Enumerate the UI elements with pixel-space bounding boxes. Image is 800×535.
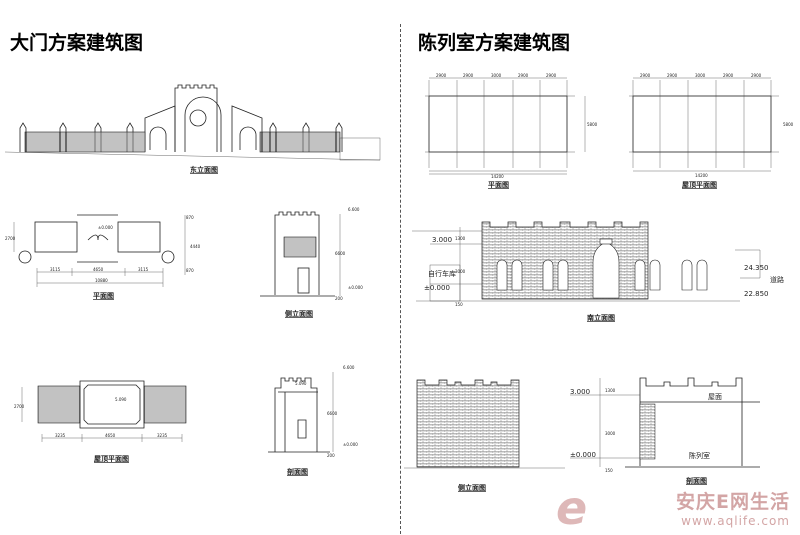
dimension-label: 3.000 bbox=[570, 388, 590, 396]
dimension-label: ±0.000 bbox=[424, 284, 450, 292]
dimension-label: 3000 bbox=[491, 73, 502, 78]
dimension-label: 150 bbox=[455, 302, 463, 307]
gate-side-elevation: 6.600 ±0.000 6600 200 侧立面图 bbox=[260, 207, 363, 318]
divider bbox=[400, 24, 401, 534]
dimension-label: 2900 bbox=[436, 73, 447, 78]
dimension-label: 200 bbox=[335, 296, 343, 301]
dimension-label: 3000 bbox=[605, 431, 616, 436]
exhibition-section: 3.000 ±0.000 1300 3000 150 屋面 陈列室 剖面图 bbox=[570, 377, 760, 485]
dimension-label: 3235 bbox=[157, 433, 168, 438]
gate-title: 大门方案建筑图 bbox=[10, 32, 144, 54]
dimension-label: ±0.000 bbox=[343, 442, 358, 447]
dimension-label: 2900 bbox=[723, 73, 734, 78]
dimension-label: 6.600 bbox=[348, 207, 360, 212]
east-elevation-label: 东立面图 bbox=[190, 165, 218, 174]
dimension-label: 22.850 bbox=[744, 290, 769, 298]
dimension-label: 5.090 bbox=[115, 397, 127, 402]
gate-plan: 3115 4650 3115 10880 2700 4440 870 870 ±… bbox=[5, 214, 201, 300]
gate-roof-plan-label: 屋顶平面图 bbox=[94, 454, 129, 463]
dimension-label: 屋面 bbox=[708, 393, 722, 401]
dimension-label: 2900 bbox=[751, 73, 762, 78]
dimension-label: 2700 bbox=[5, 236, 16, 241]
dimension-label: 2900 bbox=[518, 73, 529, 78]
dimension-label: 6600 bbox=[327, 411, 338, 416]
gate-side-elevation-label: 侧立面图 bbox=[285, 309, 313, 318]
dimension-label: 4650 bbox=[105, 433, 116, 438]
gate-section-label: 剖面图 bbox=[287, 467, 308, 476]
dimension-label: 2900 bbox=[546, 73, 557, 78]
dimension-label: 14200 bbox=[491, 174, 504, 179]
dimension-label: 4650 bbox=[93, 267, 104, 272]
dimension-label: 3235 bbox=[55, 433, 66, 438]
exhibition-section-label: 剖面图 bbox=[686, 476, 707, 485]
dimension-label: 2900 bbox=[640, 73, 651, 78]
watermark-name: 安庆E网生活 bbox=[676, 491, 790, 513]
dimension-label: 870 bbox=[186, 268, 194, 273]
dimension-label: 870 bbox=[186, 215, 194, 220]
dimension-label: 2900 bbox=[463, 73, 474, 78]
exhibition-plan-label: 平面图 bbox=[488, 180, 509, 189]
dimension-label: 1300 bbox=[455, 236, 466, 241]
dimension-label: 5.090 bbox=[295, 381, 307, 386]
exhibition-side-elevation-label: 侧立面图 bbox=[458, 483, 486, 492]
south-elevation: 3.000 1300 3000 150 ±0.000 自行车库 24.350 2… bbox=[412, 221, 784, 322]
dimension-label: 150 bbox=[605, 468, 613, 473]
dimension-label: 1300 bbox=[605, 388, 616, 393]
dimension-label: 自行车库 bbox=[428, 269, 456, 278]
dimension-label: 5800 bbox=[783, 122, 794, 127]
gate-section: 6.600 5.090 6600 ±0.000 200 剖面图 bbox=[268, 365, 358, 476]
exhibition-roof-plan-label: 屋顶平面图 bbox=[682, 180, 717, 189]
dimension-label: 3.000 bbox=[432, 236, 452, 244]
gate-roof-plan: 2700 3235 4650 3235 5.090 屋顶平面图 bbox=[14, 380, 187, 463]
gate-plan-label: 平面图 bbox=[93, 291, 114, 300]
dimension-label: ±0.000 bbox=[98, 225, 113, 230]
dimension-label: 3115 bbox=[138, 267, 149, 272]
dimension-label: 道路 bbox=[770, 275, 784, 284]
dimension-label: 4440 bbox=[190, 244, 201, 249]
dimension-label: 200 bbox=[327, 453, 335, 458]
dimension-label: 陈列室 bbox=[689, 451, 710, 460]
exhibition-title: 陈列室方案建筑图 bbox=[418, 32, 571, 54]
dimension-label: 10880 bbox=[95, 278, 108, 283]
dimension-label: 2700 bbox=[14, 404, 25, 409]
south-elevation-label: 南立面图 bbox=[587, 313, 615, 322]
dimension-label: ±0.000 bbox=[570, 451, 596, 459]
dimension-label: 6600 bbox=[335, 251, 346, 256]
dimension-label: 3115 bbox=[50, 267, 61, 272]
east-elevation: 东立面图 bbox=[4, 84, 381, 174]
dimension-label: 3000 bbox=[695, 73, 706, 78]
watermark-url: www.aqlife.com bbox=[681, 514, 790, 528]
exhibition-roof-plan: 2900 2900 3000 2900 2900 14200 5800 屋顶平面… bbox=[629, 73, 794, 189]
exhibition-side-elevation: 侧立面图 bbox=[404, 379, 565, 492]
dimension-label: 6.600 bbox=[343, 365, 355, 370]
watermark-e-logo: e bbox=[556, 481, 588, 535]
dimension-label: 2900 bbox=[667, 73, 678, 78]
dimension-label: 5800 bbox=[587, 122, 598, 127]
exhibition-plan: 2900 2900 3000 2900 2900 14200 5800 平面图 bbox=[425, 73, 598, 189]
watermark: e 安庆E网生活 www.aqlife.com bbox=[556, 481, 790, 535]
dimension-label: 3000 bbox=[455, 269, 466, 274]
dimension-label: 24.350 bbox=[744, 264, 769, 272]
dimension-label: ±0.000 bbox=[348, 285, 363, 290]
dimension-label: 14200 bbox=[695, 173, 708, 178]
